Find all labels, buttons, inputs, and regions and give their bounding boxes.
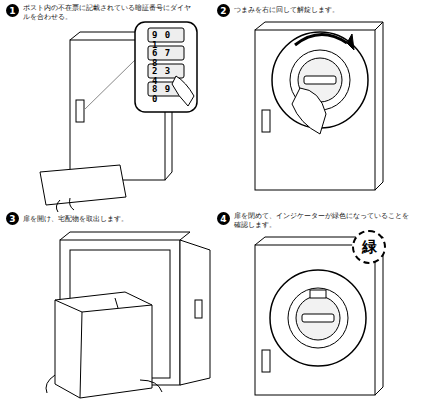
step-text: つまみを右に回して解錠します。 [234,6,414,15]
node-text: 1 [9,6,15,16]
step-text: 扉を開け、宅配物を取出します。 [23,215,203,224]
node-text: 2 [220,6,226,16]
panel-1-art [40,22,197,212]
panel-3-art [46,232,210,398]
step-number: 3 [6,212,19,225]
step-number: 1 [6,4,19,17]
node-text: 緑 [362,238,377,257]
node-text: 4 [220,214,226,224]
dial-digits: 2 3 4 [152,66,184,86]
step-text: 扉を閉めて、インジケーターが緑色になっていることを確認します。 [234,212,414,230]
dial-digits: 8 9 0 [152,84,184,104]
dial-digits: 9 0 1 [152,30,184,50]
step-number: 4 [217,212,230,225]
dial-digits: 6 7 8 [152,48,184,68]
node-text: 3 [9,214,15,224]
callout-burst: 緑 [352,230,386,264]
step-number: 2 [217,4,230,17]
panel-2-art [255,22,383,190]
step-text: ポスト内の不在票に記載されている暗証番号にダイヤルを合わせる。 [23,4,193,22]
